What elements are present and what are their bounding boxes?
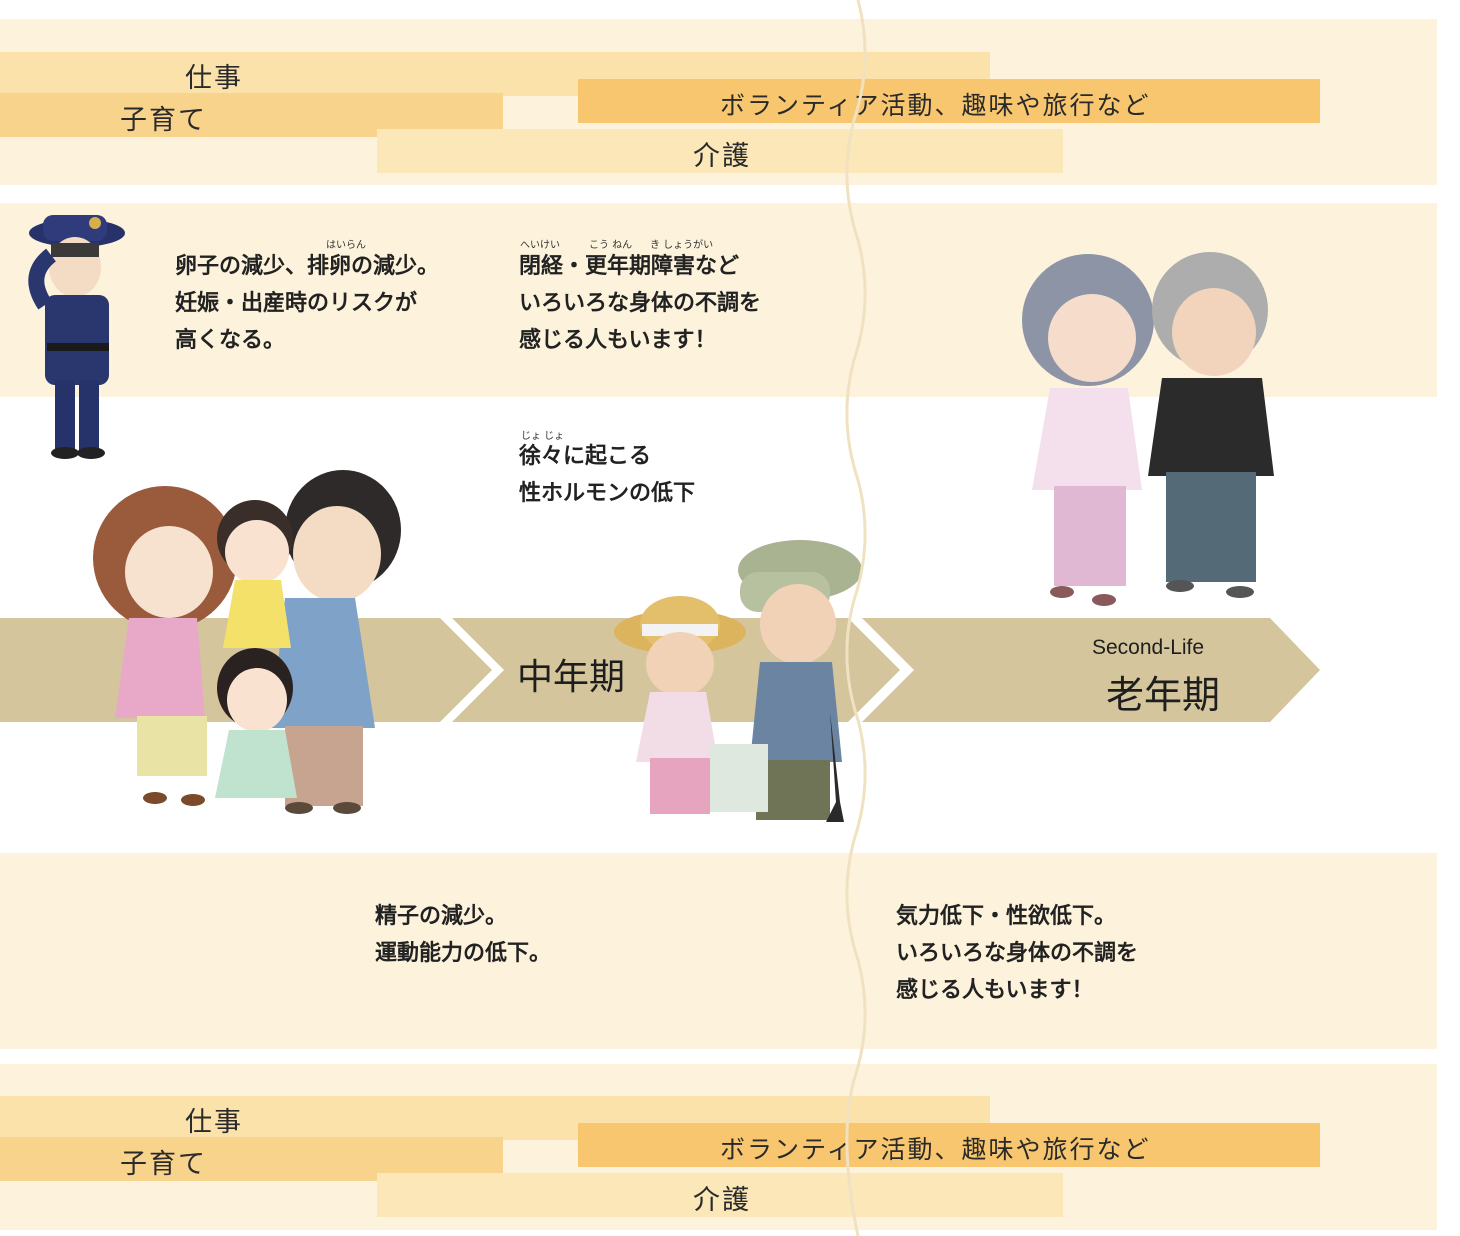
note-line: 感じる人もいます！ (519, 328, 717, 353)
roadmap-label-volunteer: ボランティア活動、趣味や旅行など (720, 91, 1151, 120)
elderly-couple-illustration (1022, 252, 1274, 606)
roadmap-label-childcare: 子育て (120, 1149, 207, 1180)
young-family-illustration (93, 470, 401, 814)
note-line: 精子の減少。 (375, 904, 508, 929)
note-line: 運動能力の低下。 (375, 941, 552, 966)
stage-label-elder-sub: Second-Life (1092, 636, 1205, 659)
bar-nursing-bottom (377, 1173, 1063, 1217)
stage-arrow-elder (862, 618, 1320, 722)
roadmap-label-work: 仕事 (185, 63, 243, 94)
note-line: 閉経・更年期障害など (519, 254, 740, 279)
note-line: 徐々に起こる (519, 444, 652, 469)
roadmap-label-childcare: 子育て (120, 105, 207, 136)
bar-volunteer-top (578, 79, 1320, 123)
roadmap-label-volunteer: ボランティア活動、趣味や旅行など (720, 1135, 1151, 1164)
note-line: 気力低下・性欲低下。 (896, 904, 1117, 929)
male-notes-panel (0, 853, 1437, 1049)
note-line: 卵子の減少、排卵の減少。 (175, 254, 440, 279)
note-line: 妊娠・出産時のリスクが (175, 291, 418, 316)
note-line: 性ホルモンの低下 (519, 481, 696, 506)
stage-label-middle: 中年期 (517, 657, 626, 698)
ruby-hairan: はいらん (326, 240, 366, 251)
note-line: いろいろな身体の不調を (519, 291, 762, 316)
bar-volunteer-bottom (578, 1123, 1320, 1167)
note-line: 感じる人もいます！ (896, 978, 1094, 1003)
roadmap-label-nursing: 介護 (693, 1185, 751, 1216)
ruby-heikei: へいけい (520, 240, 560, 251)
ruby-kounen: こう ねん (589, 240, 633, 251)
roadmap-label-nursing: 介護 (693, 141, 751, 172)
roadmap-label-work: 仕事 (185, 1107, 243, 1138)
note-hormone: 徐々に起こる 性ホルモンの低下 (519, 438, 695, 512)
note-line: いろいろな身体の不調を (896, 941, 1139, 966)
note-line: 高くなる。 (175, 328, 286, 353)
note-menopause: 閉経・更年期障害など いろいろな身体の不調を 感じる人もいます！ (519, 248, 761, 359)
note-sperm-decrease: 精子の減少。 運動能力の低下。 (375, 898, 551, 972)
note-egg-decrease: 卵子の減少、排卵の減少。 妊娠・出産時のリスクが 高くなる。 (175, 248, 439, 359)
middle-aged-couple-illustration (614, 540, 862, 822)
wavy-divider (845, 0, 867, 1236)
note-vitality: 気力低下・性欲低下。 いろいろな身体の不調を 感じる人もいます！ (896, 898, 1138, 1009)
bar-nursing-top (377, 129, 1063, 173)
stage-label-elder: 老年期 (1106, 673, 1221, 717)
ruby-jojo: じょ じょ (521, 431, 565, 442)
ruby-kishougai: き しょうがい (650, 240, 714, 251)
police-officer-illustration (28, 215, 125, 459)
